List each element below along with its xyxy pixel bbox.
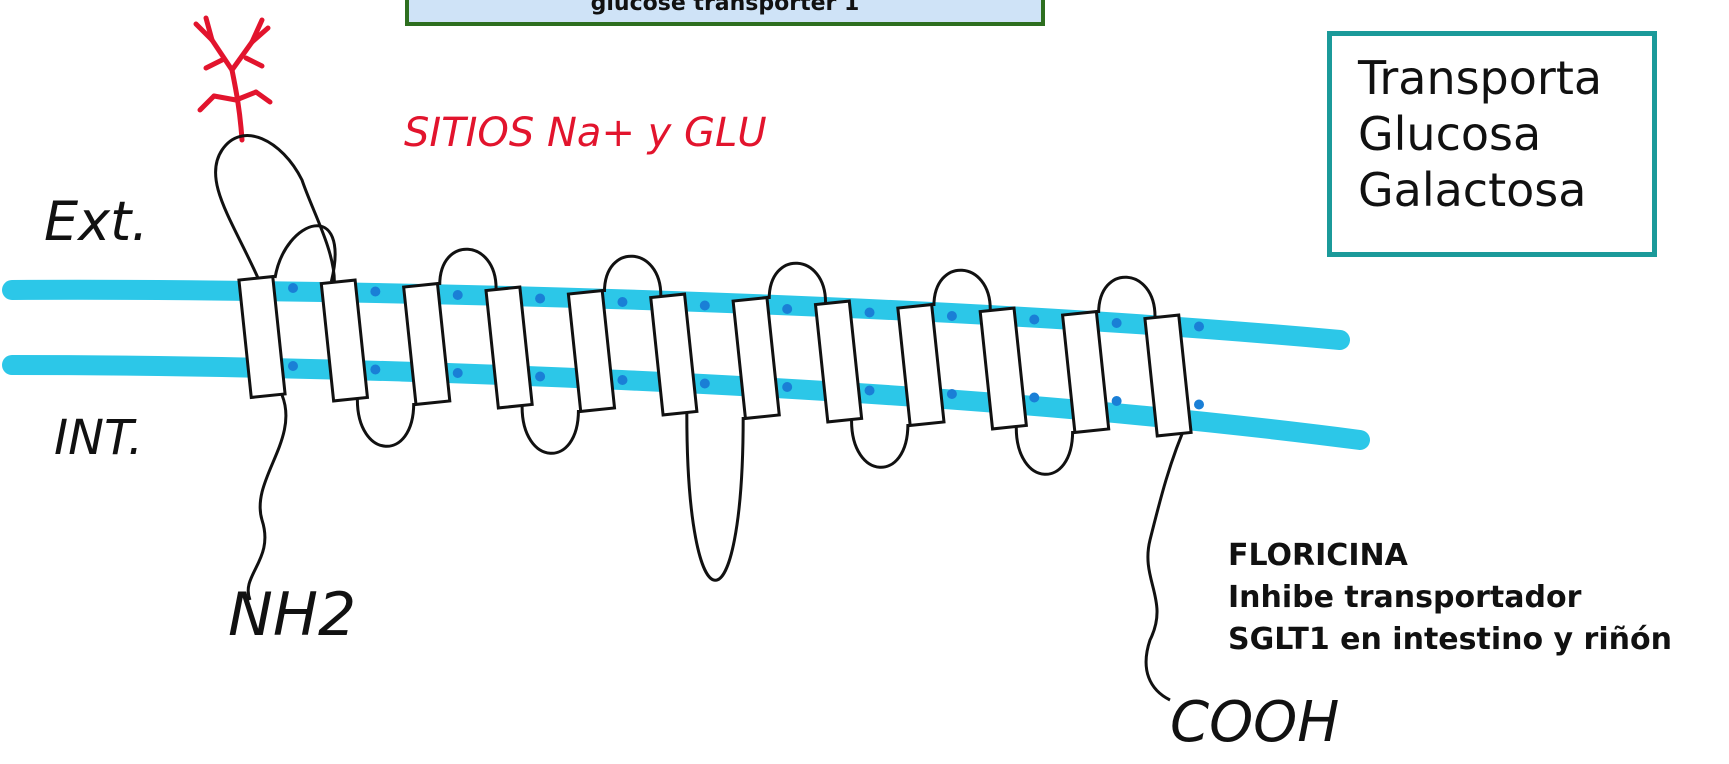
int-label: INT. bbox=[54, 410, 143, 466]
note-line-2: Inhibe transportador bbox=[1228, 577, 1672, 619]
transmembrane-segment-8 bbox=[815, 301, 861, 422]
loop-3 bbox=[440, 249, 496, 288]
note-line-3: SGLT1 en intestino y riñón bbox=[1228, 619, 1672, 661]
loop-6 bbox=[687, 414, 743, 581]
membrane-dot bbox=[288, 361, 298, 371]
transmembrane-segment-7 bbox=[733, 298, 779, 419]
membrane-dot bbox=[700, 379, 710, 389]
membrane-dot bbox=[1029, 315, 1039, 325]
loop-10 bbox=[1016, 428, 1072, 475]
c-terminal-tail bbox=[1146, 420, 1188, 700]
glycosylation-tree bbox=[196, 18, 270, 140]
ext-label: Ext. bbox=[44, 190, 148, 253]
membrane-dot bbox=[947, 311, 957, 321]
transports-line-1: Transporta bbox=[1358, 50, 1626, 106]
membrane-dot bbox=[453, 368, 463, 378]
loop-2 bbox=[357, 400, 413, 447]
membrane-dot bbox=[1112, 318, 1122, 328]
loop-11 bbox=[1099, 277, 1155, 316]
membrane-dot bbox=[865, 308, 875, 318]
membrane-dot bbox=[700, 301, 710, 311]
n-terminal-tail bbox=[248, 395, 286, 600]
membrane-dot bbox=[370, 365, 380, 375]
membrane-dot bbox=[865, 386, 875, 396]
nh2-label: NH2 bbox=[228, 580, 356, 650]
membrane-dot bbox=[1194, 322, 1204, 332]
membrane-dot bbox=[1112, 396, 1122, 406]
transports-box: Transporta Glucosa Galactosa bbox=[1327, 31, 1657, 257]
transports-line-3: Galactosa bbox=[1358, 162, 1626, 218]
membrane-dot bbox=[1194, 400, 1204, 410]
membrane-dot bbox=[535, 372, 545, 382]
membrane-dot bbox=[1029, 393, 1039, 403]
membrane-dot bbox=[288, 283, 298, 293]
transports-line-2: Glucosa bbox=[1358, 106, 1626, 162]
transmembrane-segment-6 bbox=[651, 294, 697, 415]
note-line-1: FLORICINA bbox=[1228, 535, 1672, 577]
loop-4 bbox=[522, 407, 578, 454]
membrane-dot bbox=[617, 375, 627, 385]
membrane-dot bbox=[370, 287, 380, 297]
loop-1 bbox=[275, 226, 335, 282]
transmembrane-segment-9 bbox=[898, 305, 944, 426]
sites-label: SITIOS Na+ y GLU bbox=[404, 110, 767, 156]
membrane-dot bbox=[535, 294, 545, 304]
inhibitor-note: FLORICINA Inhibe transportador SGLT1 en … bbox=[1228, 535, 1672, 661]
extracellular-loop-1 bbox=[215, 136, 334, 282]
membrane-dot bbox=[782, 304, 792, 314]
membrane-dot bbox=[453, 290, 463, 300]
title-text: glucose transporter 1 bbox=[591, 0, 860, 16]
loop-8 bbox=[852, 421, 908, 468]
membrane-dot bbox=[617, 297, 627, 307]
title-box: glucose transporter 1 bbox=[405, 0, 1045, 26]
membrane-dot bbox=[782, 382, 792, 392]
membrane-dot bbox=[947, 389, 957, 399]
cooh-label: COOH bbox=[1170, 690, 1339, 755]
